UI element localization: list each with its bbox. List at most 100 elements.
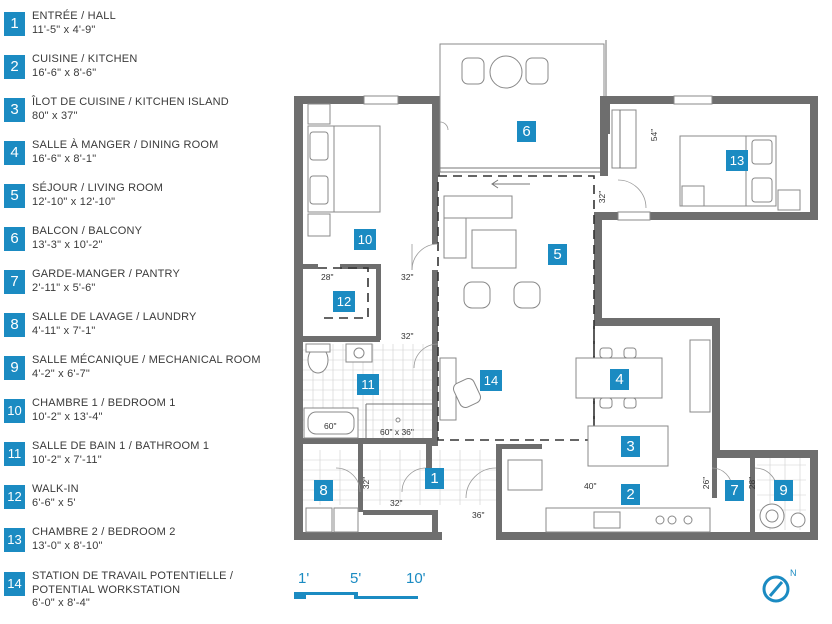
legend-room-name: CUISINE / KITCHEN bbox=[32, 53, 138, 65]
legend-number: 14 bbox=[4, 572, 25, 596]
dimension-label: 28" bbox=[321, 272, 334, 282]
legend-item: 6 BALCON / BALCONY 13'-3" x 10'-2" bbox=[4, 221, 290, 261]
legend-number: 13 bbox=[4, 528, 25, 552]
dimension-label: 40" bbox=[584, 481, 597, 491]
legend-text: ENTRÉE / HALL 11'-5" x 4'-9" bbox=[32, 10, 290, 37]
legend-number: 5 bbox=[4, 184, 25, 208]
dimension-label: 54" bbox=[649, 128, 660, 142]
north-arrow-icon bbox=[762, 575, 790, 603]
living-room-furniture bbox=[443, 179, 541, 309]
legend-room-name: SALLE DE BAIN 1 / BATHROOM 1 bbox=[32, 440, 210, 452]
room-label-balcony: 6 bbox=[517, 121, 536, 142]
legend-room-name-2: POTENTIAL WORKSTATION bbox=[32, 583, 181, 596]
bedroom-2-bed bbox=[611, 109, 801, 211]
legend-room-name: BALCON / BALCONY bbox=[32, 225, 143, 237]
legend-text: SALLE DE BAIN 1 / BATHROOM 1 10'-2" x 7'… bbox=[32, 440, 290, 467]
legend-text: SALLE À MANGER / DINING ROOM 16'-6" x 8'… bbox=[32, 139, 290, 166]
room-label-walk-in: 12 bbox=[333, 291, 355, 312]
legend-text: WALK-IN 6'-6" x 5' bbox=[32, 483, 290, 510]
dimension-label: 28" bbox=[747, 476, 758, 490]
legend-room-size: 13'-3" x 10'-2" bbox=[32, 238, 103, 251]
legend-text: CUISINE / KITCHEN 16'-6" x 8'-6" bbox=[32, 53, 290, 80]
legend-room-size: 6'-0" x 8'-4" bbox=[32, 597, 91, 609]
legend-room-name: CHAMBRE 1 / BEDROOM 1 bbox=[32, 397, 176, 409]
dimension-label: 32" bbox=[597, 190, 608, 204]
room-label-bathroom-1: 11 bbox=[357, 374, 379, 395]
scale-label: 10' bbox=[406, 570, 426, 587]
legend-room-size: 6'-6" x 5' bbox=[32, 496, 76, 509]
legend-text: STATION DE TRAVAIL POTENTIELLE / POTENTI… bbox=[32, 570, 290, 611]
room-label-mechanical: 9 bbox=[774, 480, 793, 501]
legend-number: 12 bbox=[4, 485, 25, 509]
legend-room-size: 12'-10" x 12'-10" bbox=[32, 195, 116, 208]
legend-room-size: 10'-2" x 7'-11" bbox=[32, 453, 102, 466]
dimension-label: 60" bbox=[324, 421, 337, 431]
legend-room-name: ÎLOT DE CUISINE / KITCHEN ISLAND bbox=[32, 96, 229, 108]
legend-room-name: WALK-IN bbox=[32, 483, 79, 495]
dimension-label: 32" bbox=[390, 498, 403, 508]
legend-text: BALCON / BALCONY 13'-3" x 10'-2" bbox=[32, 225, 290, 252]
dimension-label: 26" bbox=[701, 476, 712, 490]
legend-text: SALLE MÉCANIQUE / MECHANICAL ROOM 4'-2" … bbox=[32, 354, 290, 381]
dimension-label: 60" x 36" bbox=[380, 427, 414, 437]
legend-room-size: 4'-11" x 7'-1" bbox=[32, 324, 96, 337]
legend-item: 2 CUISINE / KITCHEN 16'-6" x 8'-6" bbox=[4, 49, 290, 89]
legend-text: CHAMBRE 1 / BEDROOM 1 10'-2" x 13'-4" bbox=[32, 397, 290, 424]
bedroom-1-bed bbox=[307, 103, 381, 237]
workstation-desk bbox=[439, 357, 481, 421]
legend-item: 11 SALLE DE BAIN 1 / BATHROOM 1 10'-2" x… bbox=[4, 436, 290, 476]
dimension-label: 32" bbox=[361, 476, 372, 490]
laundry-fixtures bbox=[305, 503, 806, 533]
bathroom-fixtures bbox=[303, 343, 432, 439]
kitchen-fixtures bbox=[507, 425, 711, 533]
legend-room-name: SALLE À MANGER / DINING ROOM bbox=[32, 139, 219, 151]
dimension-label: 36" bbox=[472, 510, 485, 520]
room-label-entry: 1 bbox=[425, 468, 444, 489]
legend-number: 1 bbox=[4, 12, 25, 36]
legend-item: 10 CHAMBRE 1 / BEDROOM 1 10'-2" x 13'-4" bbox=[4, 393, 290, 433]
legend-number: 3 bbox=[4, 98, 25, 122]
legend-room-name: SALLE MÉCANIQUE / MECHANICAL ROOM bbox=[32, 354, 261, 366]
legend-number: 10 bbox=[4, 399, 25, 423]
room-label-kitchen-island: 3 bbox=[621, 436, 640, 457]
legend-room-size: 16'-6" x 8'-6" bbox=[32, 66, 97, 79]
legend-number: 6 bbox=[4, 227, 25, 251]
legend-item: 9 SALLE MÉCANIQUE / MECHANICAL ROOM 4'-2… bbox=[4, 350, 290, 390]
room-label-pantry: 7 bbox=[725, 480, 744, 501]
dimension-label: 32" bbox=[401, 331, 414, 341]
legend-room-name: STATION DE TRAVAIL POTENTIELLE / bbox=[32, 570, 234, 582]
legend-number: 11 bbox=[4, 442, 25, 466]
scale-bar bbox=[294, 592, 418, 599]
legend-item: 8 SALLE DE LAVAGE / LAUNDRY 4'-11" x 7'-… bbox=[4, 307, 290, 347]
legend-room-size: 80" x 37" bbox=[32, 109, 78, 122]
legend: 1 ENTRÉE / HALL 11'-5" x 4'-9" 2 CUISINE… bbox=[0, 0, 290, 624]
legend-number: 9 bbox=[4, 356, 25, 380]
legend-item: 7 GARDE-MANGER / PANTRY 2'-11" x 5'-6" bbox=[4, 264, 290, 304]
legend-text: SÉJOUR / LIVING ROOM 12'-10" x 12'-10" bbox=[32, 182, 290, 209]
room-label-workstation: 14 bbox=[480, 370, 502, 391]
legend-room-size: 4'-2" x 6'-7" bbox=[32, 367, 91, 380]
legend-number: 7 bbox=[4, 270, 25, 294]
legend-room-size: 13'-0" x 8'-10" bbox=[32, 539, 103, 552]
legend-room-name: GARDE-MANGER / PANTRY bbox=[32, 268, 181, 280]
legend-text: SALLE DE LAVAGE / LAUNDRY 4'-11" x 7'-1" bbox=[32, 311, 290, 338]
legend-room-size: 11'-5" x 4'-9" bbox=[32, 23, 96, 36]
dining-table-set bbox=[575, 339, 711, 413]
scale-label: 5' bbox=[350, 570, 362, 587]
legend-number: 4 bbox=[4, 141, 25, 165]
room-label-dining: 4 bbox=[610, 369, 629, 390]
balcony-table-set bbox=[461, 40, 607, 96]
legend-item: 5 SÉJOUR / LIVING ROOM 12'-10" x 12'-10" bbox=[4, 178, 290, 218]
legend-room-size: 2'-11" x 5'-6" bbox=[32, 281, 96, 294]
legend-number: 8 bbox=[4, 313, 25, 337]
legend-room-name: CHAMBRE 2 / BEDROOM 2 bbox=[32, 526, 176, 538]
dimension-label: 32" bbox=[401, 272, 414, 282]
legend-room-name: ENTRÉE / HALL bbox=[32, 10, 116, 22]
legend-text: ÎLOT DE CUISINE / KITCHEN ISLAND 80" x 3… bbox=[32, 96, 290, 123]
legend-item: 4 SALLE À MANGER / DINING ROOM 16'-6" x … bbox=[4, 135, 290, 175]
room-label-living: 5 bbox=[548, 244, 567, 265]
legend-item: 13 CHAMBRE 2 / BEDROOM 2 13'-0" x 8'-10" bbox=[4, 522, 290, 562]
legend-item: 1 ENTRÉE / HALL 11'-5" x 4'-9" bbox=[4, 6, 290, 46]
legend-text: CHAMBRE 2 / BEDROOM 2 13'-0" x 8'-10" bbox=[32, 526, 290, 553]
